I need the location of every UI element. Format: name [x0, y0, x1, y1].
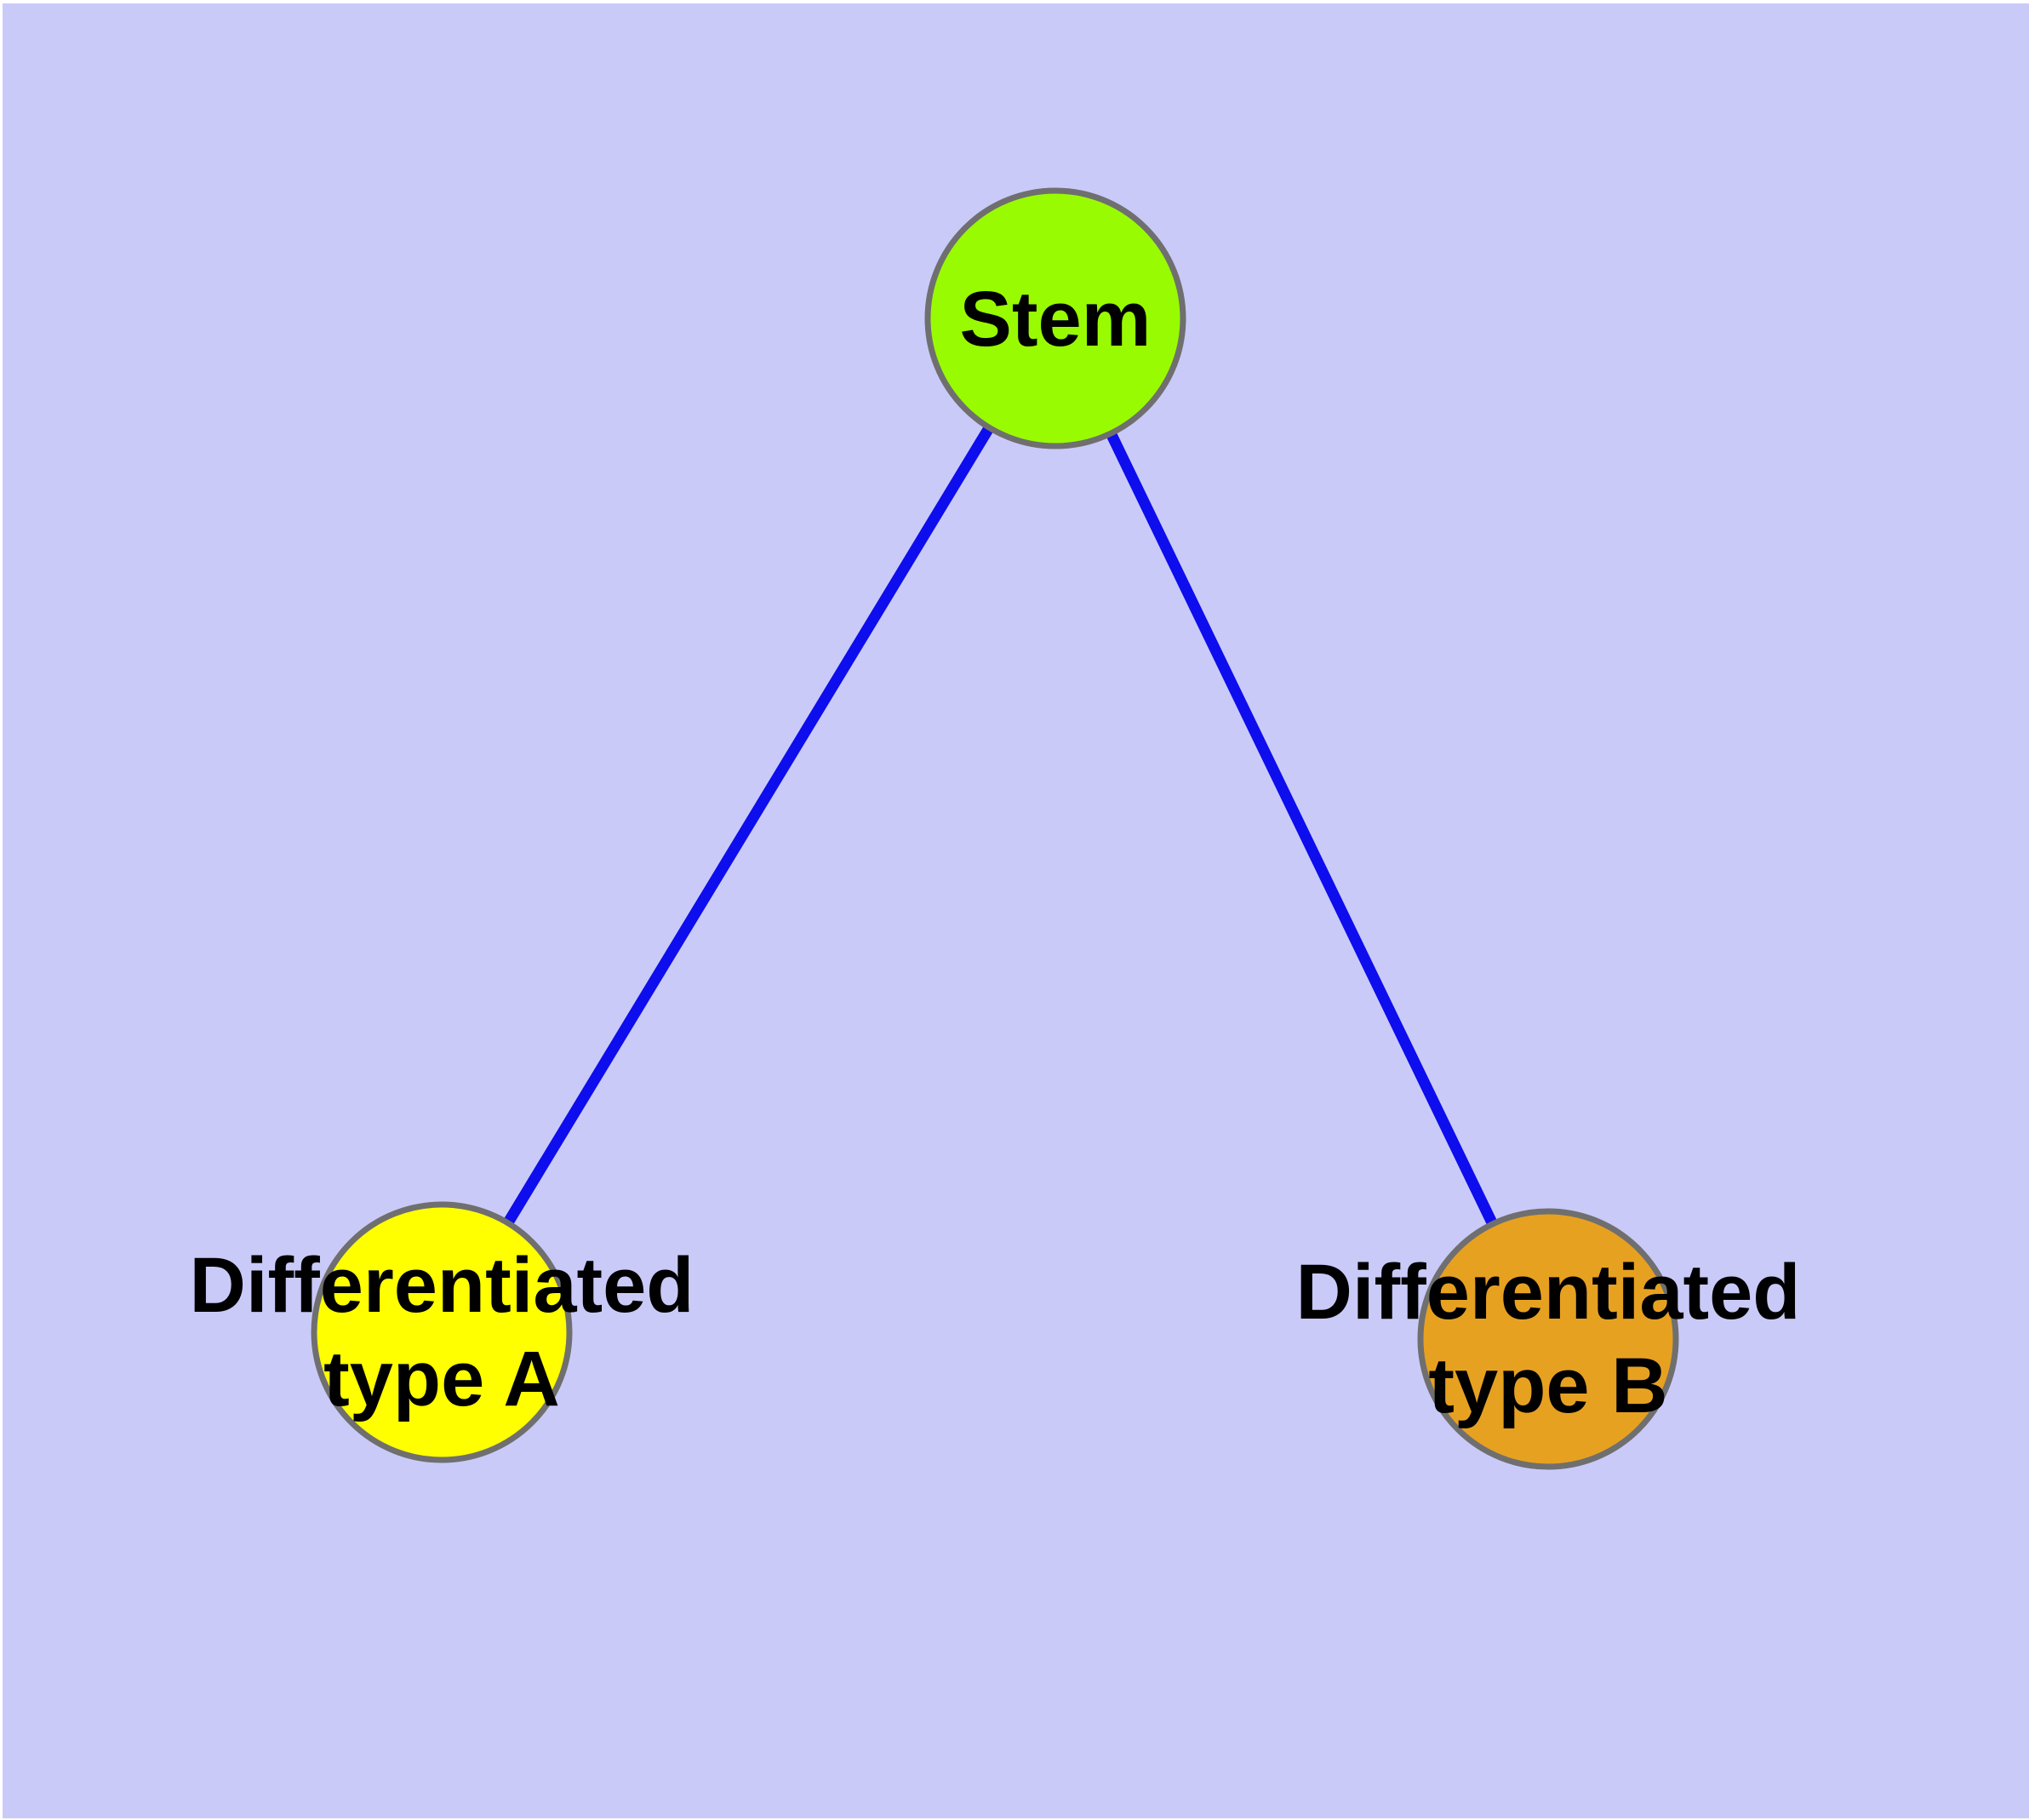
node-type-a-circle[interactable]	[311, 1201, 573, 1463]
node-stem-circle[interactable]	[924, 187, 1186, 449]
node-type-b-label-line2: type B	[1428, 1342, 1668, 1429]
node-type-b-label-line1: Differentiated	[1295, 1249, 1801, 1336]
node-type-b-circle[interactable]	[1417, 1208, 1679, 1470]
edge-stem-to-type-b	[1050, 316, 1553, 1342]
node-type-a-label-line2: type A	[323, 1336, 560, 1422]
node-type-a-label-line1: Differentiated	[189, 1242, 694, 1329]
node-stem-label: Stem	[960, 272, 1152, 366]
node-type-a-label: Differentiated type A	[190, 1239, 694, 1426]
node-type-b-label: Differentiated type B	[1296, 1245, 1801, 1433]
edge-stem-to-type-a	[437, 315, 1060, 1336]
node-stem-label-text: Stem	[959, 276, 1152, 363]
